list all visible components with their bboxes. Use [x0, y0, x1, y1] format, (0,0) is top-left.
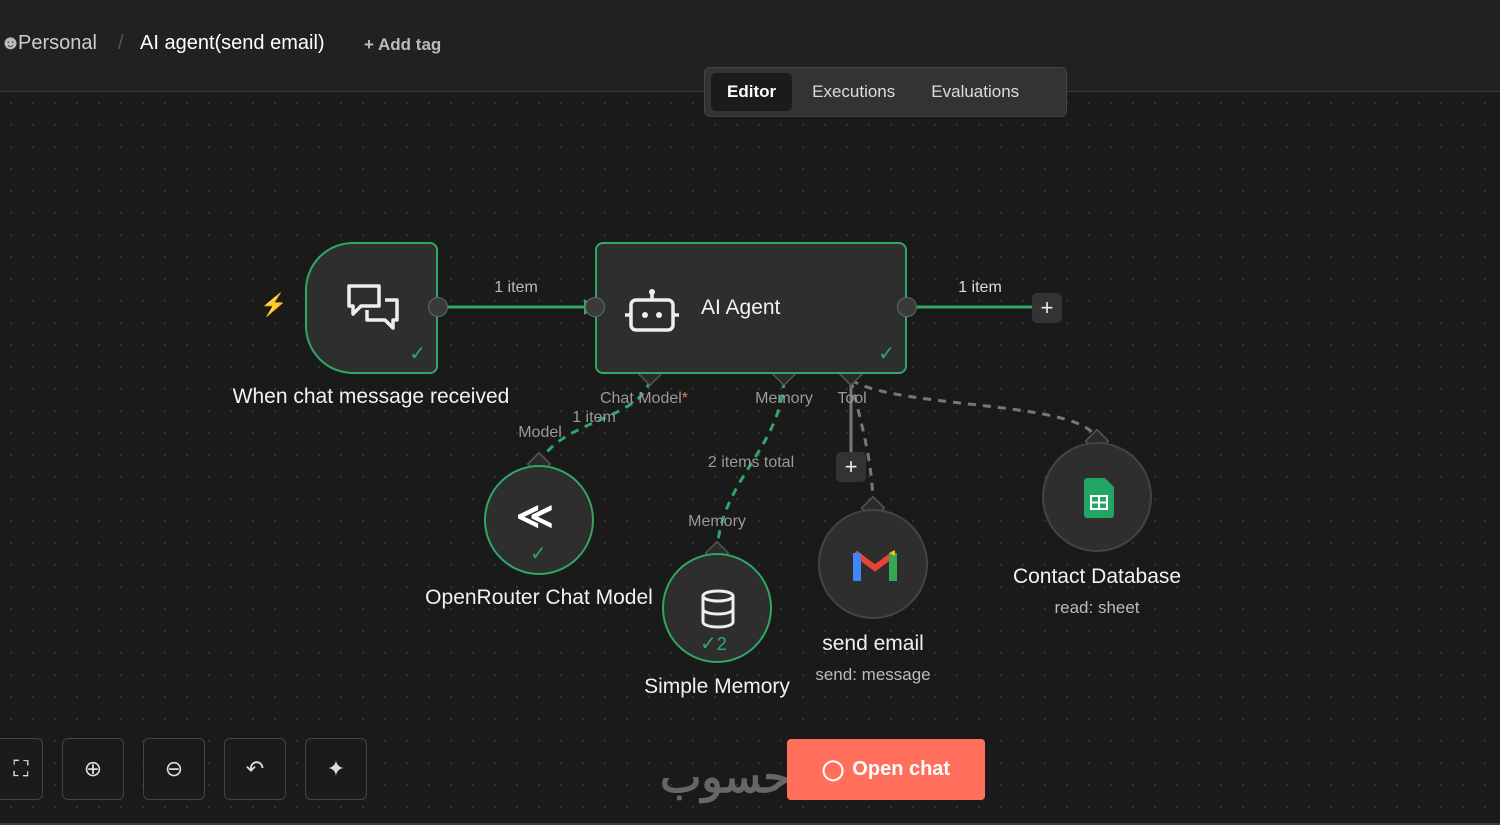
port-label-memory: Memory [755, 390, 813, 407]
trigger-bolt-icon: ⚡ [260, 292, 288, 317]
node-ai-agent[interactable]: AI Agent ✓ [595, 242, 907, 374]
node-contact-database[interactable] [1042, 442, 1152, 552]
fit-view-icon: ⛶ [13, 756, 29, 781]
chat-bubbles-icon [347, 284, 399, 330]
node-send-email[interactable] [818, 509, 928, 619]
success-check-icon: ✓ [878, 343, 895, 365]
tab-executions[interactable]: Executions [812, 82, 896, 101]
watermark-logo: حسوب [660, 753, 791, 802]
node-title: When chat message received [232, 385, 510, 408]
edge-model [537, 379, 652, 465]
edge-label: 2 items total [707, 454, 795, 471]
edge-tool-sheets [850, 378, 1099, 442]
zoom-out-icon: ⊖ [164, 756, 184, 781]
user-icon: ☻ [0, 32, 22, 54]
robot-icon [625, 289, 679, 332]
breadcrumb-project[interactable]: Personal [18, 32, 97, 54]
tab-editor[interactable]: Editor [711, 73, 793, 111]
node-openrouter[interactable]: ≪ ✓ [484, 465, 594, 575]
open-chat-label: Open chat [852, 758, 951, 780]
node-chat-trigger[interactable]: ✓ [305, 242, 438, 374]
chat-bubble-icon: ◯ [821, 759, 845, 781]
edge-label: 1 item [572, 409, 616, 426]
node-subtitle: send: message [815, 665, 931, 684]
tab-evaluations[interactable]: Evaluations [931, 82, 1020, 101]
node-title: Simple Memory [644, 675, 790, 698]
node-title: AI Agent [701, 296, 781, 319]
bottom-divider [0, 823, 1500, 825]
success-check-icon: ✓ [409, 343, 426, 365]
fit-view-button[interactable]: ⛶ [0, 738, 43, 800]
zoom-out-button[interactable]: ⊖ [143, 738, 205, 800]
port-label-chat-model: Chat Model* [599, 390, 689, 407]
agent-input-handle[interactable] [585, 297, 605, 317]
workflow-canvas[interactable] [0, 92, 1500, 825]
agent-output-handle[interactable] [897, 297, 917, 317]
port-label-model: Model [518, 424, 562, 441]
node-subtitle: read: sheet [1054, 598, 1140, 617]
openrouter-icon: ≪ [516, 495, 554, 536]
node-title: Contact Database [1012, 565, 1182, 588]
edge-tool-gmail [849, 379, 875, 509]
breadcrumb-separator: / [118, 32, 124, 54]
view-tabs: Editor Executions Evaluations [704, 67, 1067, 117]
undo-icon: ↶ [245, 756, 265, 781]
gmail-icon [853, 550, 897, 581]
port-label-memory: Memory [688, 513, 746, 530]
add-tag-button[interactable]: + Add tag [364, 35, 442, 54]
edge-label: 1 item [958, 279, 1002, 296]
node-simple-memory[interactable]: ✓2 [662, 553, 772, 663]
trigger-output-handle[interactable] [428, 297, 448, 317]
port-label-tool: Tool [837, 390, 867, 407]
undo-button[interactable]: ↶ [224, 738, 286, 800]
tidy-up-button[interactable]: ✦ [305, 738, 367, 800]
success-check-icon: ✓2 [700, 633, 727, 655]
database-icon [701, 589, 735, 629]
google-sheets-icon [1084, 478, 1114, 518]
broom-icon: ✦ [326, 756, 346, 781]
add-node-button[interactable]: + [1032, 293, 1062, 323]
zoom-in-button[interactable]: ⊕ [62, 738, 124, 800]
node-title: send email [822, 632, 924, 655]
node-title: OpenRouter Chat Model [425, 586, 653, 609]
add-tool-button[interactable]: + [836, 452, 866, 482]
open-chat-button[interactable]: ◯ Open chat [787, 739, 985, 800]
workflow-name[interactable]: AI agent(send email) [140, 32, 325, 54]
success-check-icon: ✓ [530, 543, 547, 565]
edge-memory [715, 379, 786, 554]
edge-label: 1 item [494, 279, 538, 296]
zoom-in-icon: ⊕ [83, 756, 103, 781]
